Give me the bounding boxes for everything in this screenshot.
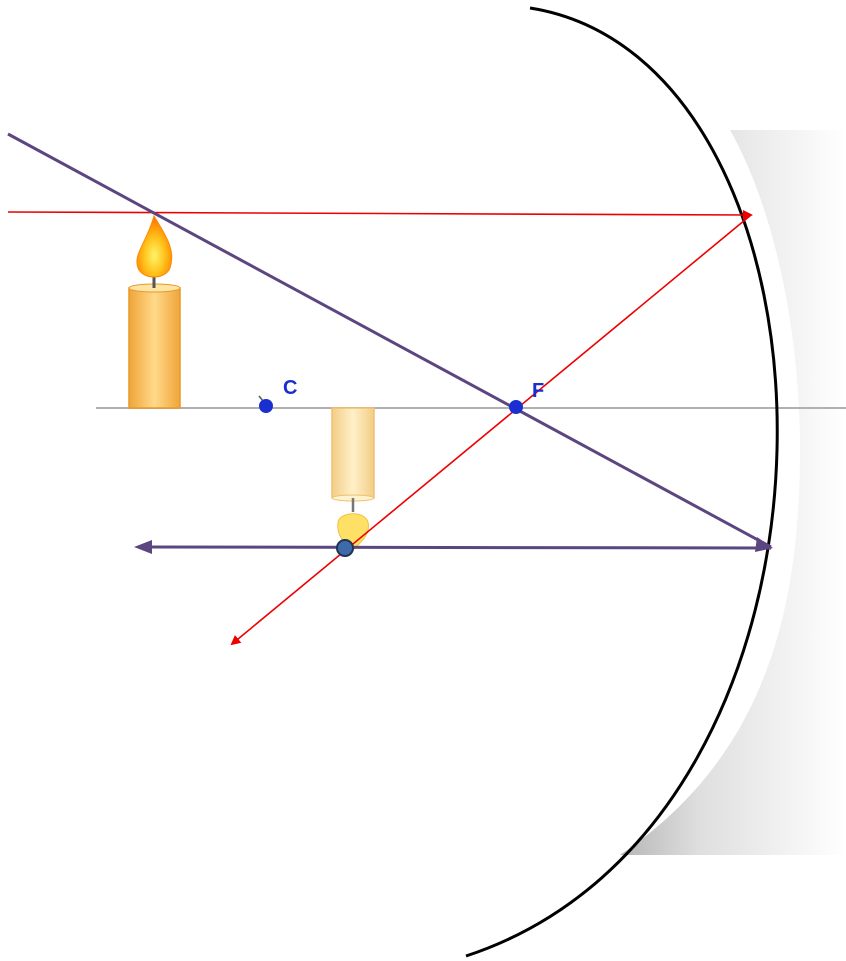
image-point (336, 539, 354, 557)
image-candle (331, 407, 375, 551)
focus-label: F (532, 380, 544, 402)
incident-ray-parallel (7, 209, 753, 220)
flame-icon (136, 214, 173, 278)
reflected-ray-through-focus (230, 214, 752, 646)
image-candle-body (331, 407, 375, 499)
focal-point (509, 400, 523, 414)
object-candle-body (128, 287, 181, 409)
center-point (259, 399, 273, 413)
concave-mirror (465, 6, 779, 958)
mirror-shading (620, 130, 846, 855)
reflected-ray-parallel (147, 545, 772, 550)
incident-ray-through-focus (7, 132, 772, 549)
purple-arrowhead-left (134, 540, 152, 554)
center-label: C (283, 377, 297, 399)
object-candle (128, 214, 181, 409)
